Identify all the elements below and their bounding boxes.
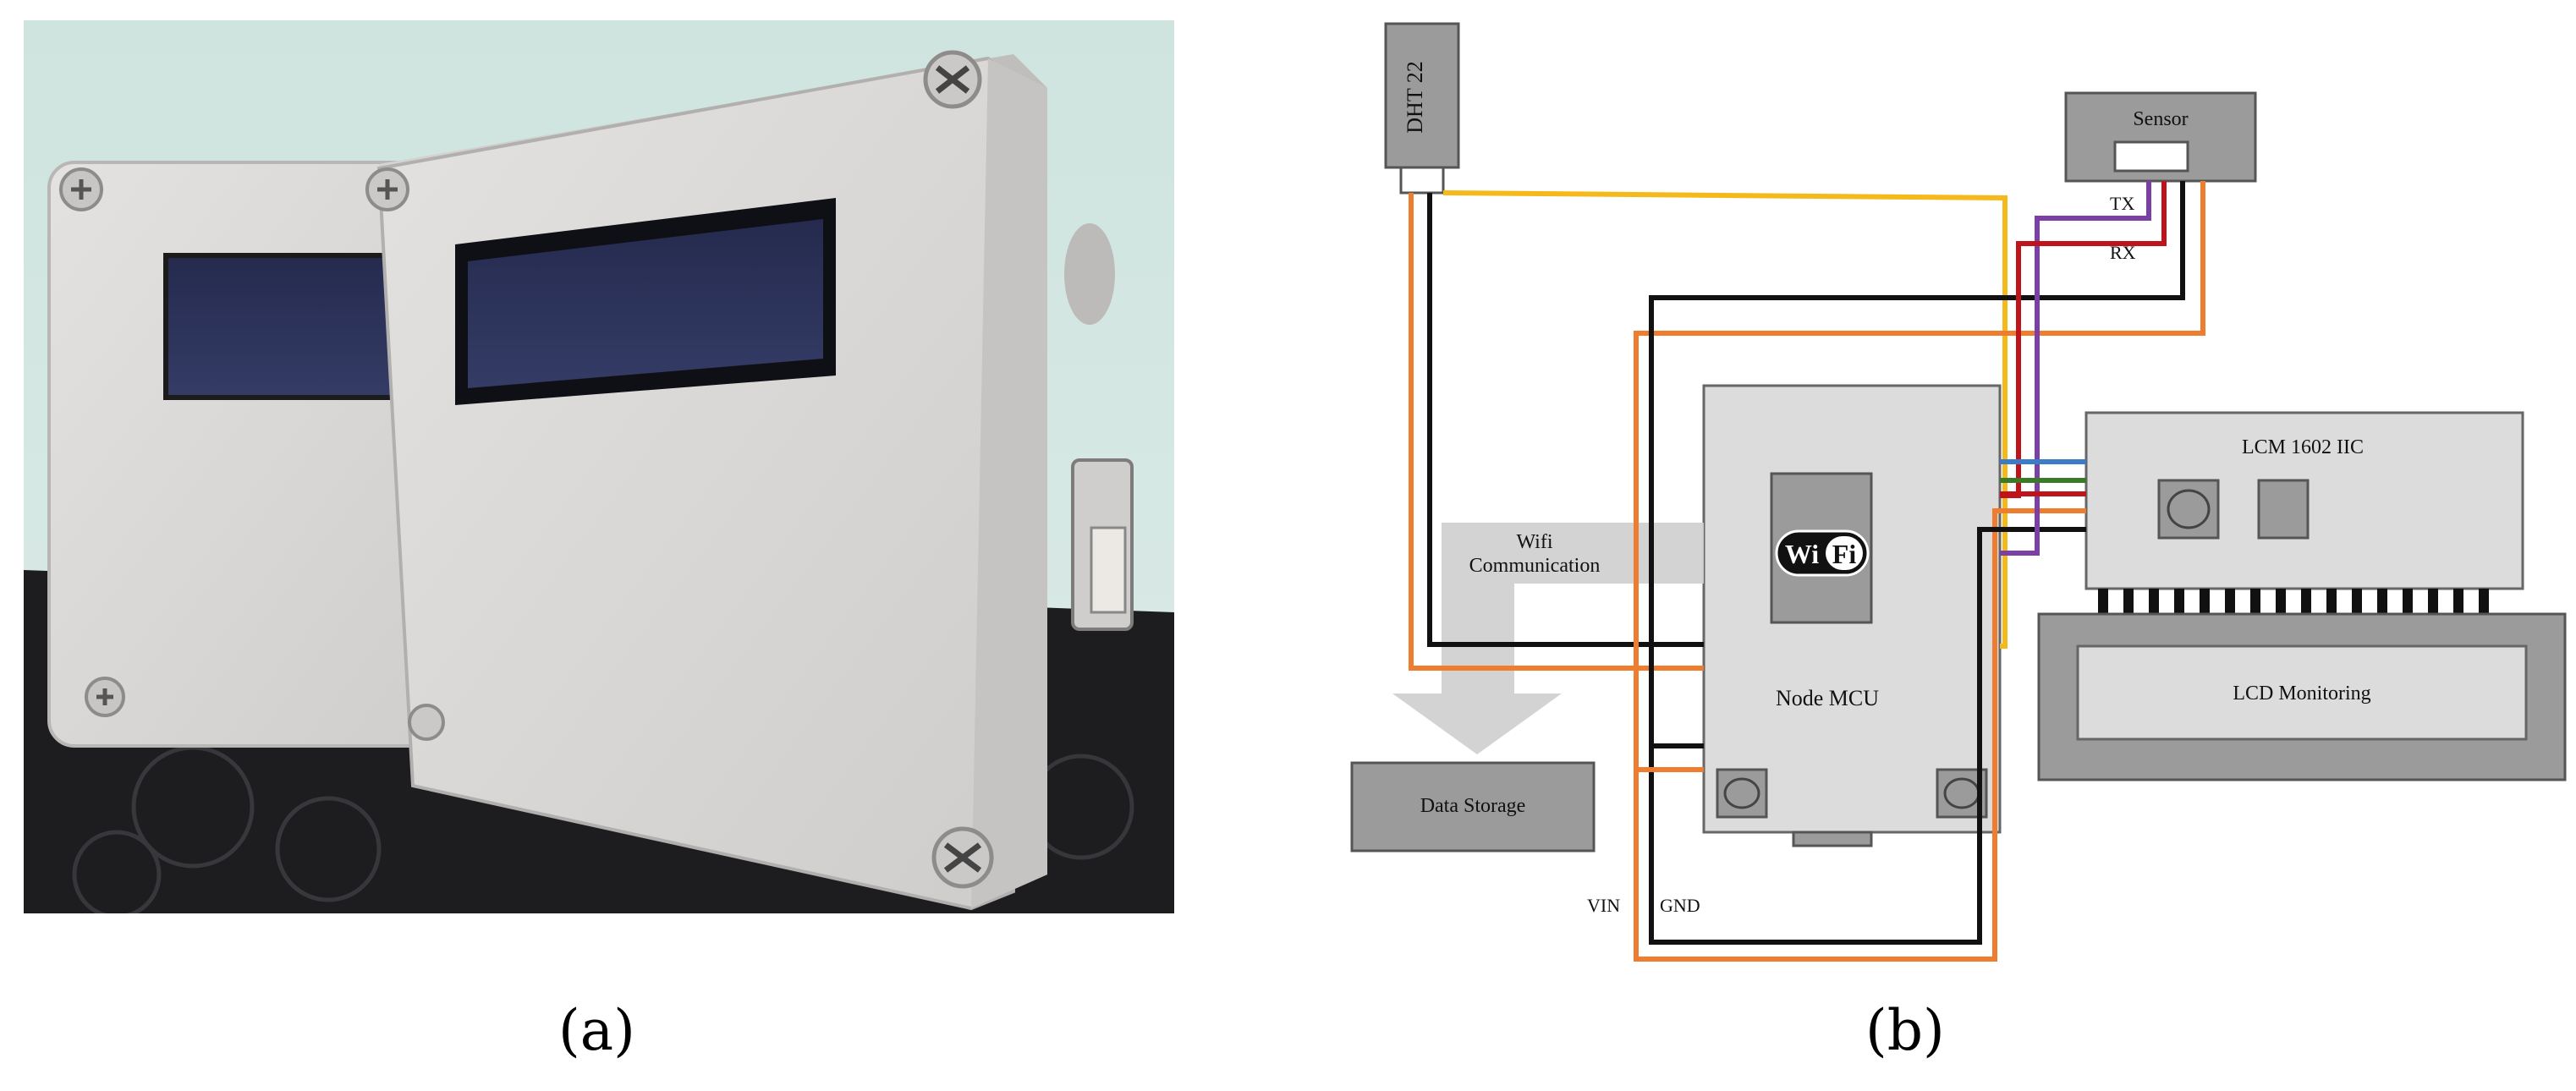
node-mcu-label: Node MCU — [1776, 686, 1879, 710]
wire-dht-orange — [1409, 193, 1704, 671]
wiring-diagram: DHT 22 Sensor Wi Fi Node MCU — [1350, 22, 2567, 962]
dht22-sensor: DHT 22 — [1384, 22, 1460, 195]
wifi-communication-label-line2: Communication — [1469, 555, 1601, 577]
gnd-label: GND — [1660, 895, 1700, 916]
sensor-module: Sensor — [2064, 91, 2257, 183]
wire-sensor-black — [1649, 181, 2185, 945]
lcm-pin-header — [2098, 589, 2489, 614]
wifi-logo-icon: Wi Fi — [1775, 529, 1870, 577]
wiring-diagram-panel: DHT 22 Sensor Wi Fi Node MCU — [1345, 0, 2576, 998]
tx-label: TX — [2110, 193, 2134, 214]
lcm-label: LCM 1602 IIC — [2242, 436, 2364, 458]
back-enclosure — [47, 161, 491, 748]
wire-sensor-orange — [1634, 181, 2205, 962]
lcd-monitoring-label: LCD Monitoring — [2233, 683, 2370, 704]
photo-panel — [24, 20, 1174, 919]
lcm-module: LCM 1602 IIC — [2084, 411, 2524, 614]
wifi-logo-wi: Wi — [1785, 539, 1819, 569]
caption-a: (a) — [558, 998, 635, 1063]
wire-dht-yellow — [1442, 190, 2008, 649]
vin-label: VIN — [1587, 895, 1620, 916]
dht22-label: DHT 22 — [1403, 61, 1427, 133]
wifi-logo-fi: Fi — [1832, 539, 1857, 569]
front-enclosure — [365, 50, 1134, 911]
wire-tx-purple — [2000, 181, 2151, 556]
wifi-communication-arrow: Wifi Communication — [1392, 523, 1704, 754]
wifi-communication-label-line1: Wifi — [1516, 531, 1552, 553]
wire-dht-black — [1427, 193, 1704, 647]
lcd-monitoring-display: LCD Monitoring — [2037, 612, 2567, 781]
data-storage-label: Data Storage — [1420, 795, 1526, 817]
sensor-label: Sensor — [2133, 108, 2188, 130]
node-mcu-board: Wi Fi Node MCU — [1702, 384, 2002, 847]
wires — [1409, 181, 2205, 962]
caption-b: (b) — [1865, 998, 1945, 1063]
rx-label: RX — [2110, 242, 2136, 263]
enclosure-photo — [24, 20, 1174, 919]
data-storage-box: Data Storage — [1350, 761, 1596, 853]
